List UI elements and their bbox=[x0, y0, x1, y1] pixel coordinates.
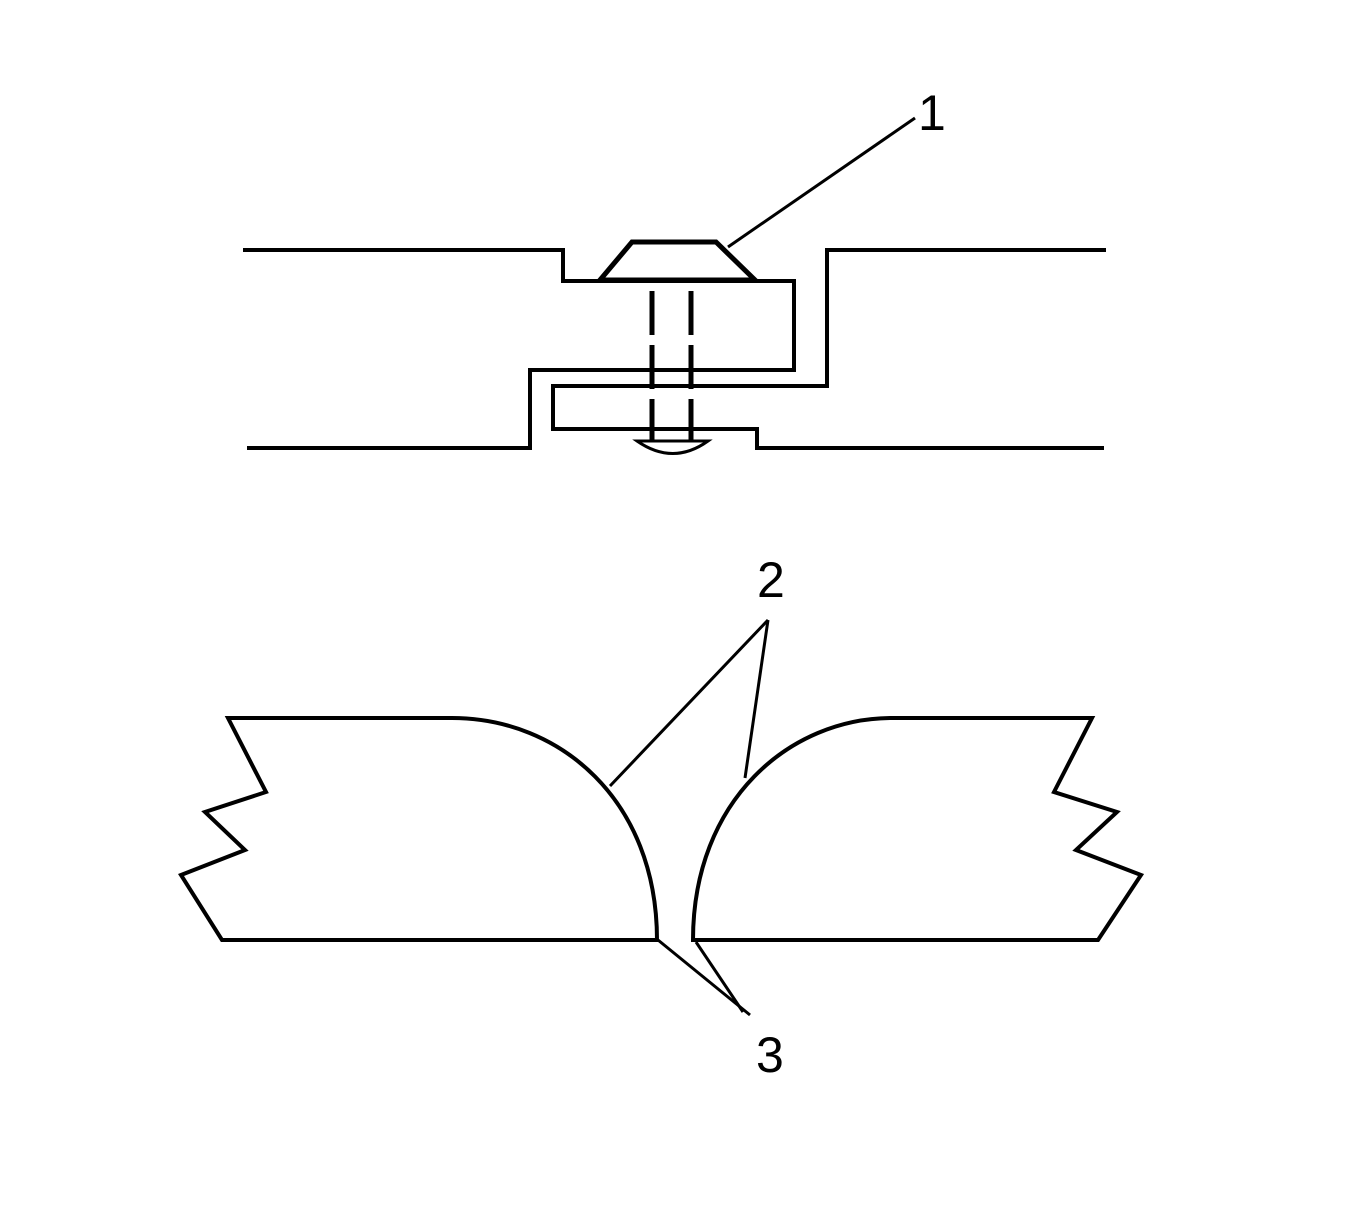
leader-3-left bbox=[657, 938, 751, 1017]
fastener-tail bbox=[632, 439, 713, 455]
fastener-joint-figure bbox=[243, 116, 1106, 455]
right-panel-edge bbox=[551, 248, 1106, 450]
panel-edges-figure bbox=[178, 618, 1145, 1017]
callout-1: 1 bbox=[918, 85, 946, 141]
leader-3-right bbox=[694, 941, 745, 1013]
leader-1 bbox=[727, 116, 916, 249]
callout-2: 2 bbox=[757, 552, 785, 608]
callout-3: 3 bbox=[756, 1027, 784, 1083]
right-panel bbox=[690, 716, 1145, 942]
leader-2-left bbox=[608, 618, 770, 788]
leader-2-right bbox=[743, 619, 770, 779]
left-panel bbox=[178, 716, 660, 942]
left-panel-top-edge bbox=[243, 248, 796, 450]
fastener-head bbox=[594, 239, 762, 283]
